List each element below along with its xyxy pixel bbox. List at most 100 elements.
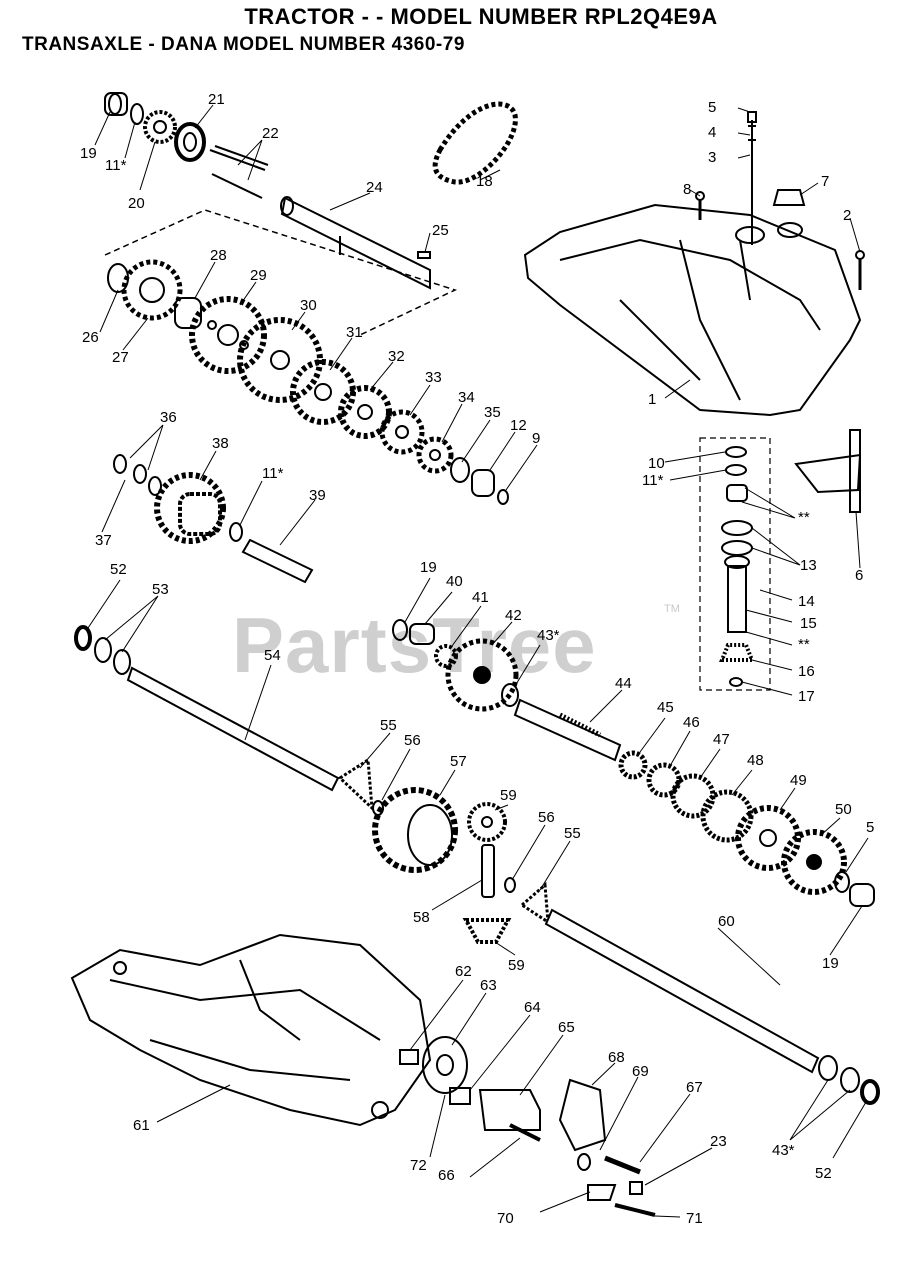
callout: 12 bbox=[510, 417, 527, 434]
part-ring-9 bbox=[497, 489, 509, 505]
callout: 42 bbox=[505, 607, 522, 624]
callout: 58 bbox=[413, 909, 430, 926]
callout: 56 bbox=[538, 809, 555, 826]
part-washers-52-53 bbox=[74, 625, 131, 675]
callout: 55 bbox=[380, 717, 397, 734]
callout: 11* bbox=[262, 465, 284, 482]
part-gear-38 bbox=[154, 472, 226, 544]
part-gear-33 bbox=[379, 409, 425, 455]
callout: ** bbox=[798, 509, 810, 526]
part-bolt-67 bbox=[604, 1155, 641, 1175]
callout: 21 bbox=[208, 91, 225, 108]
callout: 43* bbox=[537, 627, 560, 644]
callout: 2 bbox=[843, 207, 851, 224]
callout: 34 bbox=[458, 389, 475, 406]
callout: 55 bbox=[564, 825, 581, 842]
callout: 40 bbox=[446, 573, 463, 590]
parts-artwork bbox=[70, 92, 880, 1217]
callout: 49 bbox=[790, 772, 807, 789]
part-gear-45 bbox=[618, 750, 648, 780]
part-differential-57 bbox=[372, 787, 458, 873]
part-washers-43-52-lower bbox=[818, 1055, 880, 1105]
part-housing-61 bbox=[70, 933, 432, 1127]
part-nut-23 bbox=[629, 1181, 643, 1195]
part-housing-1 bbox=[523, 203, 862, 417]
callout: 52 bbox=[110, 561, 127, 578]
part-shaft-assembly-box bbox=[699, 437, 771, 691]
part-bearing-21 bbox=[174, 122, 206, 162]
callout: 47 bbox=[713, 731, 730, 748]
callout: 41 bbox=[472, 589, 489, 606]
callout: 5 bbox=[708, 99, 716, 116]
part-pad-64 bbox=[449, 1087, 471, 1105]
callout: 11* bbox=[642, 472, 664, 489]
callout: 33 bbox=[425, 369, 442, 386]
part-ring-56-lower bbox=[504, 877, 516, 893]
callout: 25 bbox=[432, 222, 449, 239]
diagram-title: TRACTOR - - MODEL NUMBER RPL2Q4E9A bbox=[244, 4, 718, 29]
watermark-trademark: TM bbox=[664, 603, 680, 615]
part-pinion-59-bottom bbox=[462, 918, 512, 944]
callout: 57 bbox=[450, 753, 467, 770]
callout: 65 bbox=[558, 1019, 575, 1036]
part-bushing-19-lower bbox=[849, 883, 875, 907]
part-axle-60 bbox=[544, 908, 820, 1074]
part-gear-20 bbox=[143, 110, 177, 144]
part-gear-29 bbox=[189, 296, 267, 374]
part-washer-11-mid bbox=[229, 522, 243, 542]
part-bushing-19-top bbox=[104, 92, 128, 116]
part-bushing-19-mid bbox=[392, 619, 408, 641]
diagram-subtitle: TRANSAXLE - DANA MODEL NUMBER 4360-79 bbox=[22, 34, 465, 55]
callout: 39 bbox=[309, 487, 326, 504]
callout: 59 bbox=[508, 957, 525, 974]
part-bushing-12 bbox=[471, 469, 495, 497]
callout: 66 bbox=[438, 1167, 455, 1184]
part-shaft-15 bbox=[724, 555, 750, 633]
part-dashed-bracket bbox=[104, 209, 458, 336]
part-bolt-71 bbox=[614, 1203, 656, 1217]
callout: 11* bbox=[105, 157, 127, 174]
part-bracket-6 bbox=[794, 429, 862, 513]
part-shaft-39 bbox=[241, 538, 314, 584]
callout: 13 bbox=[800, 557, 817, 574]
callout: 70 bbox=[497, 1210, 514, 1227]
callout: 6 bbox=[855, 567, 863, 584]
callout: 7 bbox=[821, 173, 829, 190]
callout: 35 bbox=[484, 404, 501, 421]
callout: 37 bbox=[95, 532, 112, 549]
callout: 46 bbox=[683, 714, 700, 731]
callout: 68 bbox=[608, 1049, 625, 1066]
part-washer-43 bbox=[501, 683, 519, 707]
callout: 19 bbox=[420, 559, 437, 576]
part-bevel-gear-55 bbox=[337, 757, 374, 812]
callout: 64 bbox=[524, 999, 541, 1016]
callout: 29 bbox=[250, 267, 267, 284]
part-gear-34 bbox=[416, 436, 454, 474]
callout: 63 bbox=[480, 977, 497, 994]
part-pad-62 bbox=[399, 1049, 419, 1065]
callout: 44 bbox=[615, 675, 632, 692]
callout: 62 bbox=[455, 963, 472, 980]
callout: 43* bbox=[772, 1142, 795, 1159]
callout: 9 bbox=[532, 430, 540, 447]
callout: 38 bbox=[212, 435, 229, 452]
callout: 17 bbox=[798, 688, 815, 705]
callout: 28 bbox=[210, 247, 227, 264]
callout: 52 bbox=[815, 1165, 832, 1182]
callout: 54 bbox=[264, 647, 281, 664]
part-gear-16 bbox=[719, 643, 755, 662]
callout: 71 bbox=[686, 1210, 703, 1227]
part-caliper-65 bbox=[478, 1089, 541, 1131]
callout: 10 bbox=[648, 455, 665, 472]
callout: 56 bbox=[404, 732, 421, 749]
callout: 72 bbox=[410, 1157, 427, 1174]
callout: 53 bbox=[152, 581, 169, 598]
callout: 19 bbox=[822, 955, 839, 972]
part-gear-42 bbox=[445, 638, 519, 712]
callout: 48 bbox=[747, 752, 764, 769]
callout: 16 bbox=[798, 663, 815, 680]
part-washer-11-top bbox=[130, 103, 144, 125]
part-gear-49 bbox=[735, 805, 801, 871]
callout: 14 bbox=[798, 593, 815, 610]
part-gear-32 bbox=[338, 385, 392, 439]
